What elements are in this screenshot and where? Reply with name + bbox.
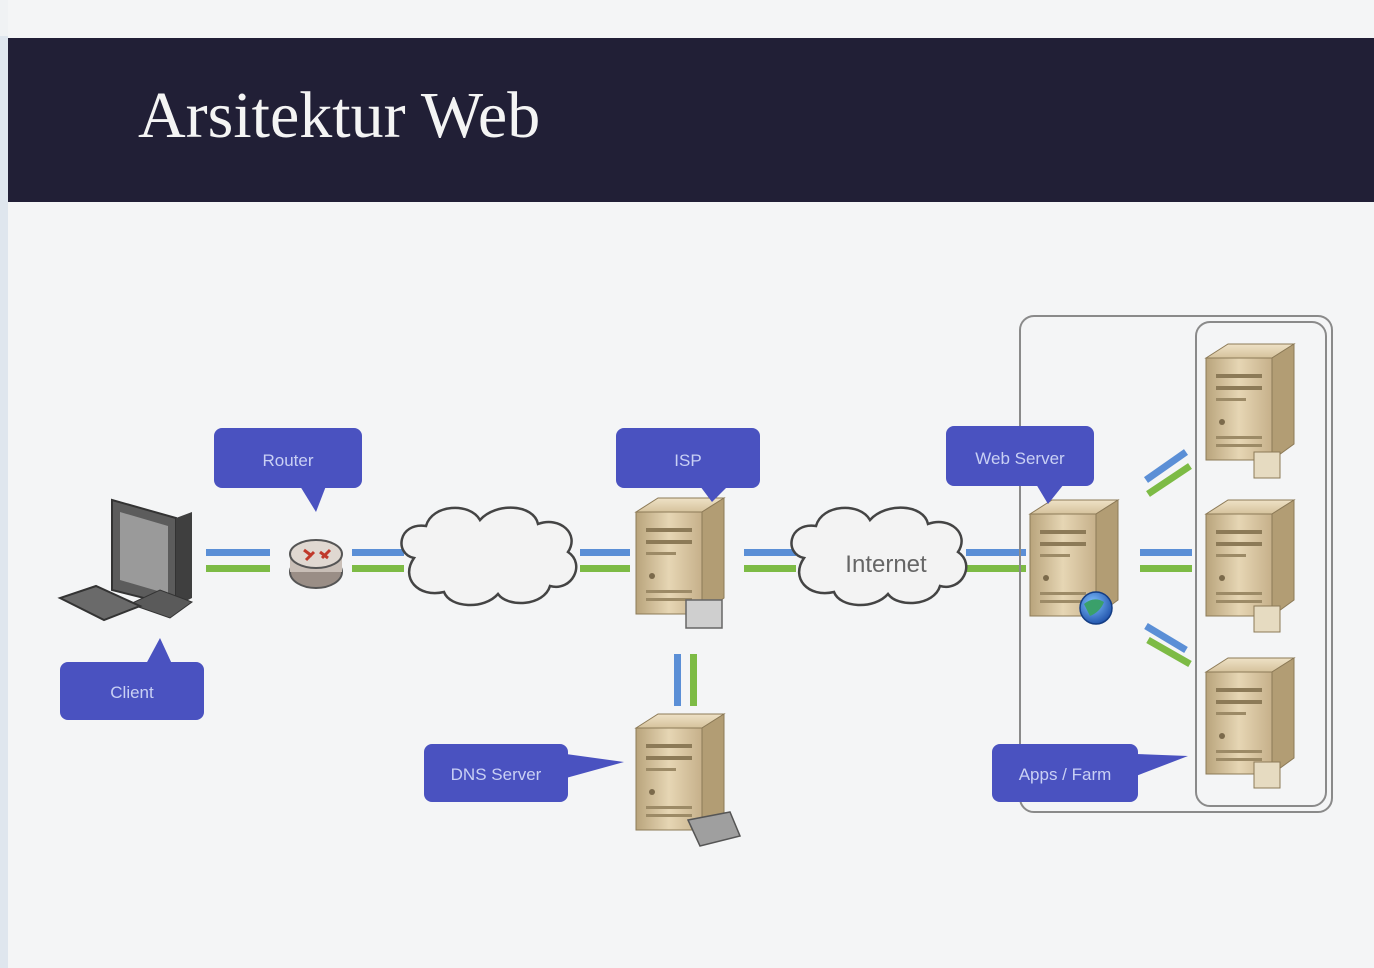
network-links xyxy=(206,449,1192,706)
internet-label: Internet xyxy=(845,551,927,578)
callout-dns-server: DNS Server xyxy=(424,744,624,802)
link-internet-webserver xyxy=(966,549,1026,572)
callout-router: Router xyxy=(214,428,362,512)
link-client-router xyxy=(206,549,270,572)
app-server-top-icon xyxy=(1205,343,1295,479)
link-router-cloud xyxy=(352,549,404,572)
app-server-bottom-icon xyxy=(1205,657,1295,789)
callout-app-farm: Apps / Farm xyxy=(992,744,1188,802)
link-cloud-isp xyxy=(580,549,630,572)
link-web-app-middle xyxy=(1140,549,1192,572)
dns-server-label: DNS Server xyxy=(451,765,542,784)
slide-header: Arsitektur Web xyxy=(8,38,1374,202)
web-server-label: Web Server xyxy=(975,449,1065,468)
app-farm-frame xyxy=(1195,321,1327,807)
computer-icon xyxy=(57,498,194,622)
client-label: Client xyxy=(110,683,154,702)
internet-cloud: Internet xyxy=(790,506,968,607)
link-isp-dns xyxy=(674,654,697,706)
dns-server-icon xyxy=(635,713,742,847)
isp-server-icon xyxy=(635,497,725,629)
app-server-middle-icon xyxy=(1205,499,1295,633)
globe-icon xyxy=(1079,591,1113,625)
callout-web-server: Web Server xyxy=(946,426,1094,504)
callout-client: Client xyxy=(60,638,204,720)
web-tier-frame xyxy=(1019,315,1333,813)
router-icon xyxy=(289,539,343,589)
link-web-app-top xyxy=(1143,449,1192,497)
link-isp-internet xyxy=(744,549,796,572)
slide-title: Arsitektur Web xyxy=(138,79,541,152)
link-web-app-bottom xyxy=(1144,622,1192,668)
isp-label: ISP xyxy=(674,451,701,470)
cloud-icon xyxy=(400,506,578,607)
callout-isp: ISP xyxy=(616,428,760,502)
app-farm-label: Apps / Farm xyxy=(1019,765,1112,784)
router-label: Router xyxy=(262,451,313,470)
